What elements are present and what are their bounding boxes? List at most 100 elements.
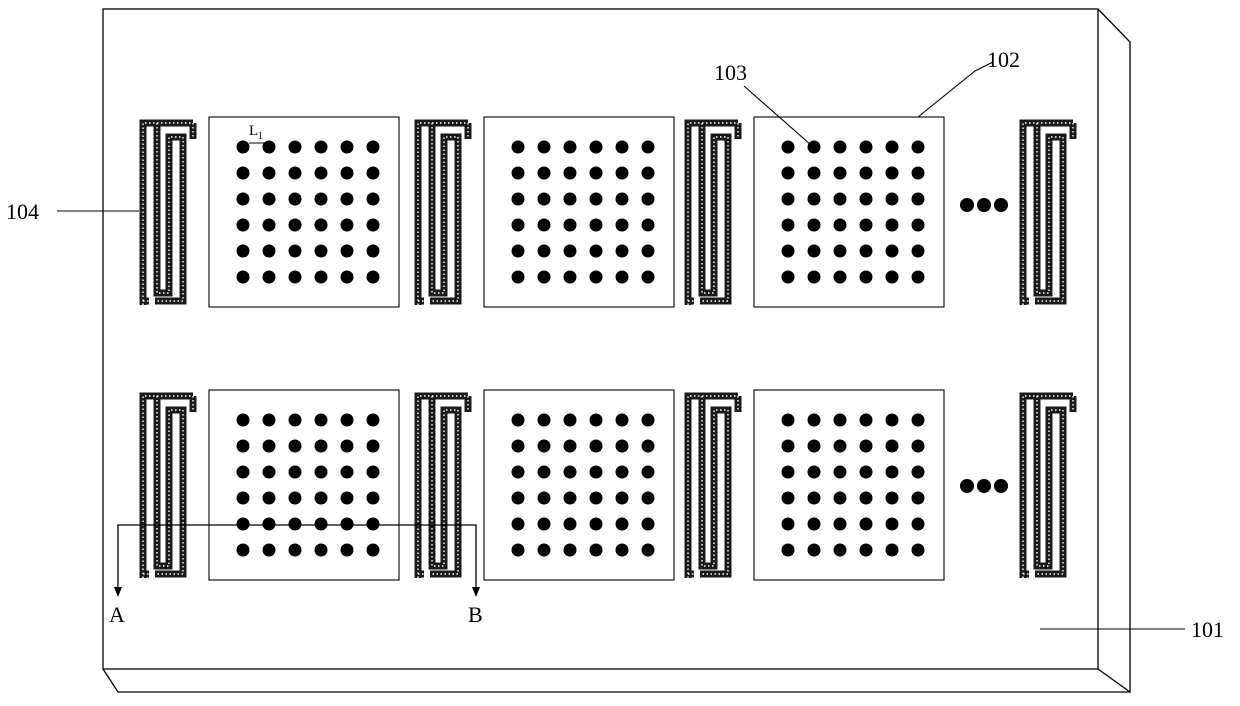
via-dot	[616, 414, 629, 427]
via-dot	[808, 245, 821, 258]
via-dot	[834, 518, 847, 531]
via-dot	[289, 245, 302, 258]
via-dot	[289, 518, 302, 531]
via-dot	[808, 141, 821, 154]
via-dot	[834, 466, 847, 479]
via-dot	[367, 466, 380, 479]
via-dot	[263, 544, 276, 557]
array-unit	[209, 390, 399, 580]
via-dot	[912, 492, 925, 505]
via-dot	[512, 440, 525, 453]
via-dot	[538, 141, 551, 154]
via-dot	[912, 193, 925, 206]
via-dot	[341, 245, 354, 258]
via-dot	[367, 440, 380, 453]
via-dot	[834, 440, 847, 453]
array-unit	[754, 390, 944, 580]
via-dot	[564, 141, 577, 154]
via-dot	[538, 245, 551, 258]
via-dot	[834, 245, 847, 258]
continuation-dot	[960, 479, 974, 493]
via-dot	[642, 245, 655, 258]
via-dot	[341, 271, 354, 284]
via-dot	[341, 466, 354, 479]
via-dot	[616, 167, 629, 180]
via-dot	[860, 245, 873, 258]
via-dot	[616, 245, 629, 258]
via-dot	[315, 141, 328, 154]
label-103: 103	[714, 60, 747, 85]
via-dot	[912, 518, 925, 531]
via-dot	[512, 141, 525, 154]
via-dot	[538, 414, 551, 427]
via-dot	[834, 167, 847, 180]
via-dot	[367, 141, 380, 154]
via-dot	[782, 167, 795, 180]
via-dot	[237, 544, 250, 557]
via-dot	[512, 245, 525, 258]
via-dot	[237, 193, 250, 206]
via-dot	[263, 141, 276, 154]
via-dot	[590, 518, 603, 531]
via-dot	[512, 193, 525, 206]
via-dot	[367, 245, 380, 258]
via-dot	[289, 193, 302, 206]
via-dot	[912, 414, 925, 427]
via-dot	[590, 271, 603, 284]
via-dot	[289, 440, 302, 453]
via-dot	[263, 466, 276, 479]
via-dot	[237, 271, 250, 284]
via-dot	[616, 544, 629, 557]
via-dot	[289, 219, 302, 232]
via-dot	[341, 167, 354, 180]
via-dot	[590, 193, 603, 206]
via-dot	[616, 518, 629, 531]
via-dot	[538, 544, 551, 557]
via-dot	[237, 245, 250, 258]
via-dot	[590, 440, 603, 453]
via-dot	[642, 492, 655, 505]
via-dot	[912, 544, 925, 557]
via-dot	[834, 193, 847, 206]
via-dot	[860, 544, 873, 557]
via-dot	[237, 440, 250, 453]
via-dot	[289, 414, 302, 427]
via-dot	[912, 466, 925, 479]
via-dot	[616, 271, 629, 284]
via-dot	[860, 219, 873, 232]
via-dot	[237, 141, 250, 154]
via-dot	[315, 440, 328, 453]
via-dot	[263, 440, 276, 453]
via-dot	[315, 219, 328, 232]
via-dot	[590, 466, 603, 479]
array-unit	[209, 117, 399, 307]
via-dot	[642, 141, 655, 154]
via-dot	[590, 245, 603, 258]
via-dot	[564, 193, 577, 206]
via-dot	[590, 219, 603, 232]
via-dot	[237, 167, 250, 180]
via-dot	[590, 544, 603, 557]
continuation-dot	[977, 479, 991, 493]
via-dot	[616, 492, 629, 505]
via-dot	[263, 245, 276, 258]
via-dot	[538, 492, 551, 505]
via-dot	[886, 141, 899, 154]
via-dot	[642, 219, 655, 232]
substrate-101	[103, 9, 1130, 692]
via-dot	[642, 544, 655, 557]
via-dot	[590, 492, 603, 505]
via-dot	[367, 544, 380, 557]
via-dot	[367, 271, 380, 284]
via-dot	[834, 219, 847, 232]
via-dot	[564, 466, 577, 479]
via-dot	[512, 518, 525, 531]
via-dot	[912, 245, 925, 258]
via-dot	[289, 141, 302, 154]
via-dot	[538, 518, 551, 531]
via-dot	[512, 219, 525, 232]
via-dot	[642, 414, 655, 427]
via-dot	[512, 167, 525, 180]
via-dot	[315, 518, 328, 531]
